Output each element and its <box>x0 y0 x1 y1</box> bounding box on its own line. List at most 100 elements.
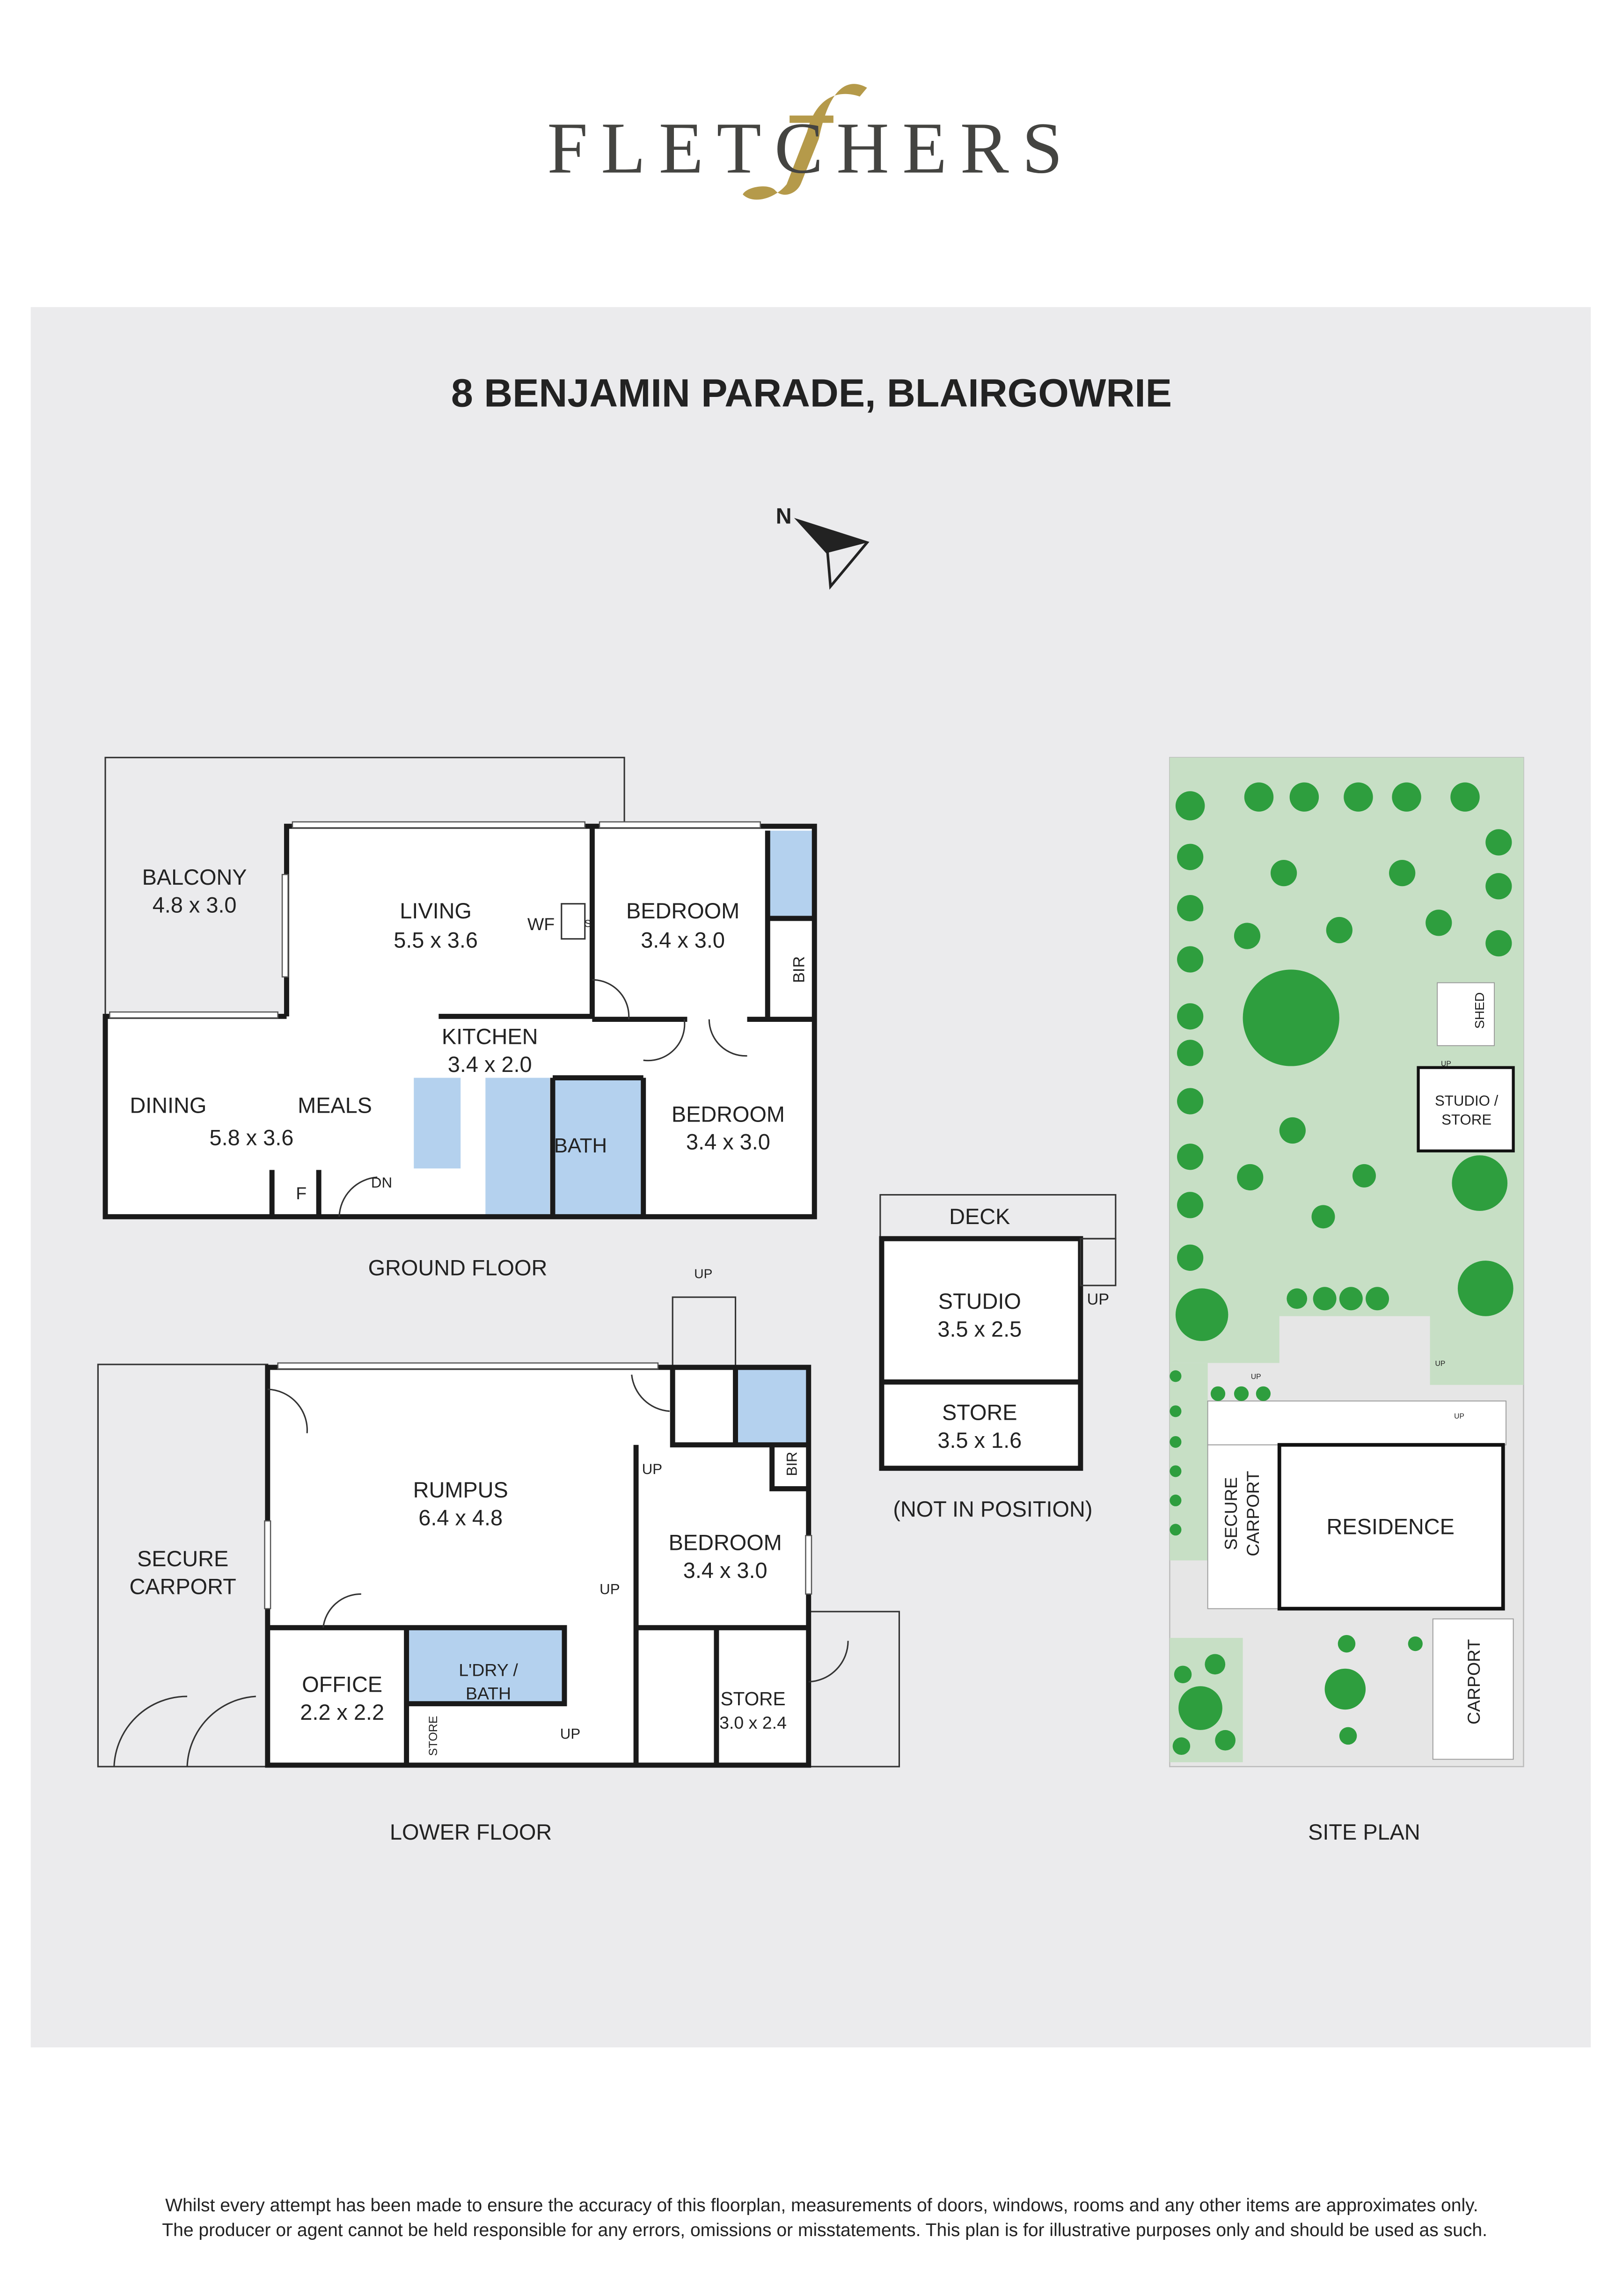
svg-text:S: S <box>585 918 592 930</box>
svg-text:BIR: BIR <box>790 956 808 983</box>
tree-icon <box>1170 1524 1182 1536</box>
north-arrow-icon <box>794 518 870 590</box>
svg-text:6.4 x 4.8: 6.4 x 4.8 <box>418 1506 503 1530</box>
ground-floor-label: GROUND FLOOR <box>368 1255 548 1280</box>
svg-text:UP: UP <box>1454 1412 1464 1420</box>
svg-text:3.5 x 1.6: 3.5 x 1.6 <box>937 1428 1022 1452</box>
tree-icon <box>1177 946 1204 973</box>
svg-text:SHED: SHED <box>1472 992 1487 1029</box>
svg-text:KITCHEN: KITCHEN <box>442 1025 538 1049</box>
tree-icon <box>1174 1665 1192 1683</box>
svg-text:SECURE: SECURE <box>137 1547 228 1571</box>
svg-text:5.8 x 3.6: 5.8 x 3.6 <box>210 1125 294 1150</box>
svg-text:MEALS: MEALS <box>298 1093 372 1118</box>
svg-text:STORE: STORE <box>427 1716 440 1756</box>
svg-text:SECURE: SECURE <box>1221 1477 1241 1550</box>
not-in-position-note: (NOT IN POSITION) <box>893 1497 1092 1521</box>
compass: N <box>776 504 870 590</box>
svg-text:BATH: BATH <box>466 1683 511 1703</box>
tree-icon <box>1215 1730 1236 1751</box>
svg-text:UP: UP <box>694 1267 712 1281</box>
svg-text:DECK: DECK <box>949 1204 1010 1229</box>
svg-text:CARPORT: CARPORT <box>1464 1639 1484 1724</box>
lower-floor-label: LOWER FLOOR <box>390 1820 552 1844</box>
tree-icon <box>1205 1654 1226 1675</box>
tree-icon <box>1177 895 1204 922</box>
disclaimer-line-2: The producer or agent cannot be held res… <box>162 2220 1487 2240</box>
svg-text:UP: UP <box>1435 1360 1446 1368</box>
tree-icon <box>1170 1370 1182 1382</box>
tree-icon <box>1244 782 1274 812</box>
svg-text:UP: UP <box>1087 1291 1109 1308</box>
tree-icon <box>1177 1088 1204 1115</box>
svg-text:STORE: STORE <box>1441 1112 1491 1128</box>
svg-text:3.0 x 2.4: 3.0 x 2.4 <box>719 1713 787 1732</box>
tree-icon <box>1485 829 1512 856</box>
tree-icon <box>1457 1261 1513 1316</box>
svg-text:UP: UP <box>599 1581 620 1597</box>
svg-text:UP: UP <box>642 1461 662 1477</box>
tree-icon <box>1339 1727 1357 1745</box>
svg-text:WF: WF <box>527 914 555 934</box>
svg-text:2.2 x 2.2: 2.2 x 2.2 <box>300 1700 384 1724</box>
tree-icon <box>1324 1668 1366 1710</box>
svg-text:3.4 x 2.0: 3.4 x 2.0 <box>448 1052 532 1077</box>
logo-f-flourish-icon <box>743 84 867 200</box>
svg-text:UP: UP <box>560 1726 580 1742</box>
svg-text:UP: UP <box>1441 1060 1451 1068</box>
tree-icon <box>1426 910 1452 936</box>
tree-icon <box>1243 969 1339 1066</box>
svg-text:STORE: STORE <box>720 1688 785 1709</box>
tree-icon <box>1338 1635 1356 1653</box>
tree-icon <box>1389 860 1416 887</box>
tree-icon <box>1392 782 1421 812</box>
site-plan-label: SITE PLAN <box>1308 1820 1420 1844</box>
tree-icon <box>1177 1244 1204 1271</box>
svg-text:LIVING: LIVING <box>400 899 472 923</box>
tree-icon <box>1366 1287 1389 1311</box>
tree-icon <box>1172 1737 1191 1755</box>
tree-icon <box>1175 791 1205 821</box>
tree-icon <box>1177 1144 1204 1170</box>
svg-text:BIR: BIR <box>784 1452 800 1476</box>
tree-icon <box>1178 1686 1222 1730</box>
tree-icon <box>1170 1405 1182 1417</box>
svg-text:3.4 x 3.0: 3.4 x 3.0 <box>683 1558 768 1583</box>
ground-floor-plan: BALCONY 4.8 x 3.0 LIVING 5.5 x 3.6 BEDRO… <box>102 756 817 1280</box>
svg-text:UP: UP <box>1251 1373 1261 1381</box>
tree-icon <box>1210 1386 1226 1401</box>
tree-icon <box>1279 1117 1306 1144</box>
svg-text:CARPORT: CARPORT <box>1243 1471 1263 1556</box>
tree-icon <box>1170 1436 1182 1448</box>
svg-text:3.5 x 2.5: 3.5 x 2.5 <box>937 1317 1022 1342</box>
property-title: 8 BENJAMIN PARADE, BLAIRGOWRIE <box>451 371 1172 415</box>
svg-text:DINING: DINING <box>130 1093 206 1118</box>
tree-icon <box>1237 1164 1264 1191</box>
svg-text:STORE: STORE <box>942 1401 1017 1425</box>
tree-icon <box>1177 844 1204 870</box>
tree-icon <box>1234 923 1261 949</box>
tree-icon <box>1256 1386 1271 1401</box>
svg-text:DN: DN <box>371 1174 392 1191</box>
tree-icon <box>1352 1164 1376 1188</box>
svg-text:3.4 x 3.0: 3.4 x 3.0 <box>686 1130 770 1154</box>
tree-icon <box>1408 1636 1423 1651</box>
tree-icon <box>1177 1040 1204 1066</box>
tree-icon <box>1485 930 1512 957</box>
svg-text:BEDROOM: BEDROOM <box>672 1102 785 1126</box>
tree-icon <box>1452 1155 1508 1211</box>
fletchers-logo: FLETCHERS <box>547 84 1063 200</box>
tree-icon <box>1234 1386 1249 1401</box>
tree-icon <box>1177 1192 1204 1218</box>
tree-icon <box>1311 1205 1335 1229</box>
tree-icon <box>1326 917 1352 944</box>
svg-text:F: F <box>296 1183 307 1203</box>
svg-text:BATH: BATH <box>554 1134 607 1157</box>
svg-text:BALCONY: BALCONY <box>142 865 247 889</box>
studio-plan: DECK STUDIO 3.5 x 2.5 STORE 3.5 x 1.6 UP… <box>879 1194 1117 1521</box>
svg-text:N: N <box>776 504 792 528</box>
tree-icon <box>1313 1287 1337 1311</box>
svg-text:L'DRY /: L'DRY / <box>459 1660 518 1680</box>
svg-text:5.5 x 3.6: 5.5 x 3.6 <box>394 928 478 952</box>
